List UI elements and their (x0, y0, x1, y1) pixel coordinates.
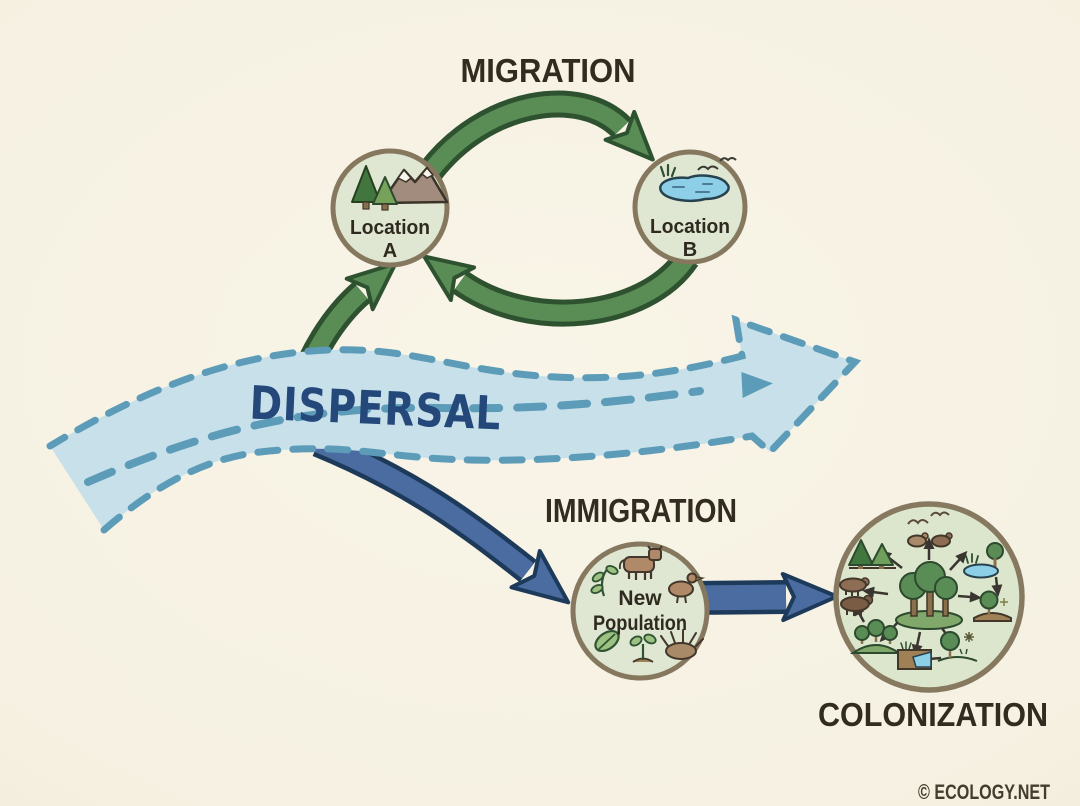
immigration-title: IMMIGRATION (545, 492, 737, 529)
leaf-icon (594, 629, 620, 653)
dispersal-to-immigration-arrow (312, 430, 571, 605)
grass-icon (659, 163, 677, 178)
new-population-node: New Population (570, 541, 710, 681)
flying-birds-icon (907, 511, 950, 525)
pine-trees-icon (848, 539, 896, 569)
location-a-label-line1: Location (350, 217, 430, 239)
new-population-label-line1: New (618, 587, 662, 610)
dispersal-arrow: DISPERSAL (46, 314, 862, 534)
migration-title: MIGRATION (461, 52, 636, 89)
sprig-icon (590, 565, 619, 597)
mountains-icon (379, 166, 449, 205)
new-population-label-line2: Population (593, 612, 687, 635)
colonization-title: COLONIZATION (818, 696, 1048, 733)
small-mammals-icon (907, 532, 953, 548)
bears-icon (839, 577, 874, 616)
pond-icon (659, 163, 730, 202)
migration-arrow-b-to-a (422, 249, 699, 327)
dispersal-label: DISPERSAL (248, 376, 502, 441)
location-a-node: Location A (330, 148, 450, 268)
dispersal-band-fill (50, 320, 855, 530)
dispersal-center-dashed-line (84, 387, 704, 486)
migration-cycle (419, 90, 699, 327)
porcupine-icon (660, 629, 704, 660)
colonization-node (833, 501, 1025, 693)
migration-arrow-a-to-b (419, 90, 655, 181)
location-b-label-line1: Location (650, 216, 730, 238)
wetland-icon (897, 641, 932, 670)
forest-icon (895, 561, 963, 630)
shrub-icon (973, 590, 1012, 622)
dispersal-band-dashed-border (46, 314, 862, 534)
copyright-text: © ECOLOGY.NET (918, 781, 1050, 804)
flowering-tree-icon (937, 631, 978, 662)
location-a-label-line2: A (383, 240, 397, 262)
cow-icon (618, 545, 663, 580)
seedling-icon (629, 633, 657, 663)
duck-icon (668, 572, 706, 604)
pond-tree-icon (963, 542, 1004, 579)
tree-grove-icon (849, 619, 903, 654)
dispersal-center-arrowhead-icon (741, 372, 773, 398)
location-b-label-line2: B (683, 239, 697, 261)
location-b-node: Location B (632, 149, 748, 265)
birds-icon (697, 157, 737, 171)
pine-trees-icon (351, 165, 398, 211)
